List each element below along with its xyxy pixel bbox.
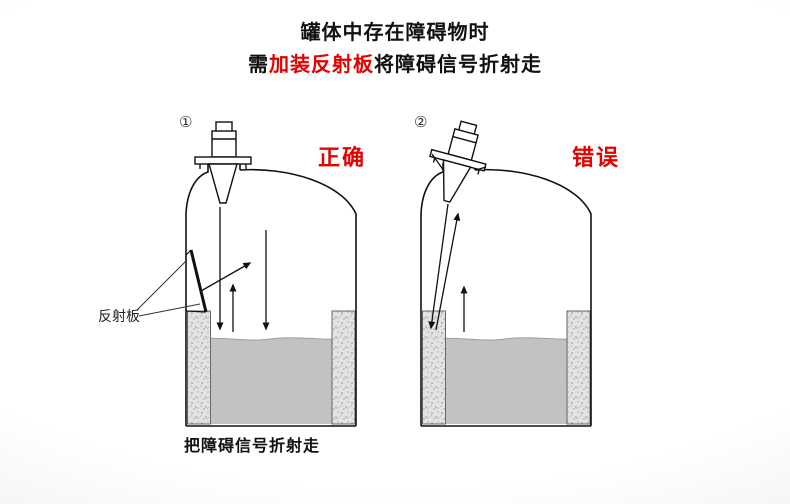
diagram1-index: ① <box>179 114 193 131</box>
title-line2-highlight: 加装反射板 <box>269 54 374 76</box>
title-line2-prefix: 需 <box>248 54 269 76</box>
right-tank <box>420 120 592 427</box>
reflector-plate-mount-top <box>185 249 192 256</box>
radar-level-sensor-icon <box>194 121 252 204</box>
right-wall-block-right <box>566 310 591 425</box>
title-line2: 需加装反射板将障碍信号折射走 <box>0 48 790 77</box>
reflector-label-leader-2 <box>138 303 201 317</box>
verdict-wrong-label: 错误 <box>572 145 621 170</box>
title-line2-suffix: 将障碍信号折射走 <box>374 54 542 76</box>
reflector-label-leader-1 <box>136 259 188 311</box>
radar-level-sensor-tilted-icon <box>429 120 487 203</box>
reflector-plate <box>189 249 208 313</box>
signal-arrow-icon-up-slanted <box>435 212 461 331</box>
reflector-plate-label: 反射板 <box>98 308 140 324</box>
right-liquid <box>422 337 590 424</box>
title-line1: 罐体中存在障碍物时 <box>300 22 490 44</box>
sensor-mount-leg-right <box>475 166 487 171</box>
right-wall-block-left <box>422 310 446 425</box>
left-tank-outline <box>185 163 209 426</box>
signal-arrow-icon-down-slanted <box>428 203 449 330</box>
left-liquid-surface <box>186 337 356 342</box>
diagram2-index: ② <box>414 114 428 131</box>
left-wall-block-right <box>331 310 356 425</box>
left-wall-block-left <box>187 310 211 425</box>
reflector-plate-mount-bottom <box>185 310 207 313</box>
left-liquid <box>187 337 355 424</box>
verdict-correct-label: 正确 <box>318 145 367 170</box>
bottom-caption: 把障碍信号折射走 <box>184 438 321 455</box>
left-tank <box>136 121 357 427</box>
sensor-mount-leg-left <box>431 153 445 172</box>
right-liquid-surface <box>421 337 591 342</box>
signal-arrow-icon-reflected <box>200 262 252 292</box>
